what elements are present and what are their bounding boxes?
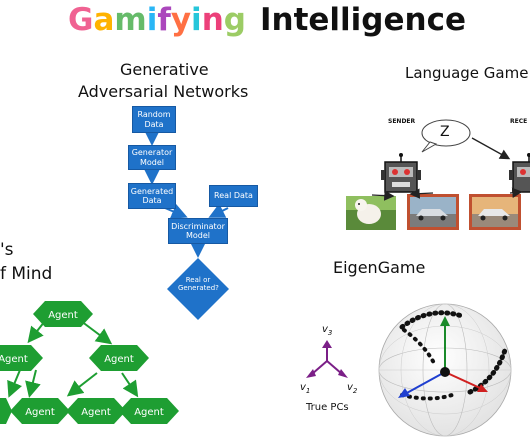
eigengame-sphere — [378, 303, 512, 437]
generated-data-box: Generated Data — [128, 183, 176, 209]
car-image-red-border — [407, 194, 459, 230]
title-letter: i — [191, 2, 202, 38]
eigengame-heading: EigenGame — [333, 258, 426, 277]
arrow-message — [471, 137, 511, 160]
dog-image — [346, 196, 396, 230]
title-gamifying: Gamifying — [68, 2, 246, 38]
agent-label-bottom-2: Agent — [81, 407, 111, 418]
agent-arrows — [7, 320, 139, 398]
v2-label: v2 — [347, 382, 358, 395]
v3-label: v3 — [322, 324, 333, 337]
theory-of-mind-heading-line2: f Mind — [0, 264, 53, 284]
title-letter: a — [93, 2, 115, 38]
gan-heading-line1: Generative — [120, 60, 209, 79]
gan-heading-line2: Adversarial Networks — [78, 82, 249, 101]
language-game-diagram — [346, 119, 530, 230]
real-data-box: Real Data — [209, 185, 258, 207]
true-pcs-axes — [306, 340, 348, 378]
speech-symbol: Z — [440, 124, 450, 140]
arrow-real-to-discriminator — [208, 203, 229, 218]
agent-label-mid-right: Agent — [104, 354, 134, 365]
sender-robot-icon — [381, 153, 421, 193]
language-game-heading: Language Game — [405, 64, 529, 82]
generator-model-box: Generator Model — [128, 145, 176, 170]
title-letter: G — [68, 2, 94, 38]
agent-label-mid-left: Agent — [0, 354, 28, 365]
title-letter: n — [201, 2, 224, 38]
car-image-2 — [469, 194, 521, 230]
title-letter: f — [157, 2, 171, 38]
theory-of-mind-heading-line1: 's — [0, 240, 14, 260]
title-letter: i — [146, 2, 158, 38]
title-intelligence: Intelligence — [259, 2, 466, 38]
random-data-box: Random Data — [132, 106, 176, 133]
true-pcs-label: True PCs — [306, 402, 349, 413]
agent-label-bottom-3: Agent — [134, 407, 164, 418]
title-letter: g — [223, 2, 246, 38]
receiver-robot-icon — [509, 153, 530, 193]
v1-label: v1 — [300, 382, 311, 395]
arrow-generated-to-discriminator — [164, 203, 188, 219]
title-letter: y — [170, 2, 192, 38]
real-or-generated-label: Real or Generated? — [178, 276, 219, 293]
real-or-generated-diamond — [167, 258, 229, 320]
title-letter: m — [114, 2, 147, 38]
discriminator-model-box: Discriminator Model — [168, 218, 228, 244]
agent-label-bottom-1: Agent — [25, 407, 55, 418]
speech-bubble — [421, 119, 471, 147]
sender-label: SENDER — [388, 118, 416, 125]
receiver-label: RECE — [510, 118, 528, 125]
agent-label-top: Agent — [48, 310, 78, 321]
agent-nodes: Agent Agent Agent Agent Agent Agent — [0, 301, 179, 424]
gan-arrows — [144, 130, 229, 258]
